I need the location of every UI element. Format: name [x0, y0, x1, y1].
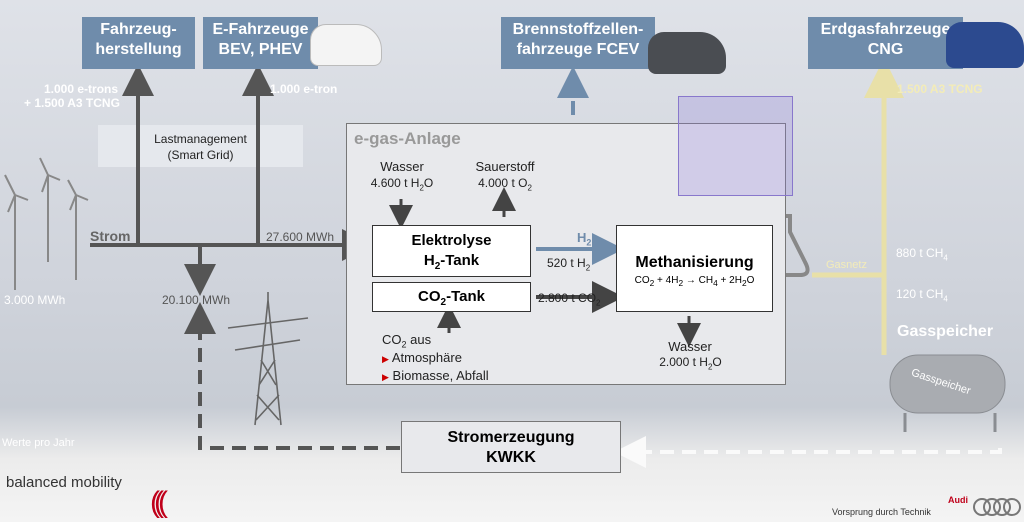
wasser-in-label: Wasser	[380, 159, 424, 174]
sauerstoff-value-text: 4.000 t O	[478, 176, 528, 190]
ch4-880-text: 880 t CH	[896, 246, 944, 260]
anlage-arrows	[389, 187, 701, 347]
ch4-120-text: 120 t CH	[896, 287, 944, 301]
kwkk-return-line	[184, 302, 400, 450]
balanced-mobility-label: balanced mobility	[6, 474, 122, 491]
header-line-1: Erdgasfahrzeuge	[820, 21, 951, 38]
gasspeicher-title: Gasspeicher	[897, 323, 994, 340]
wasser-out-value-text: 2.000 t H	[659, 355, 708, 369]
lastmanagement-box	[98, 125, 303, 167]
power-pylon-icon	[227, 292, 309, 426]
biomasse-item: ▶ Biomasse, Abfall	[382, 368, 489, 383]
h2-sub: 2	[586, 237, 592, 248]
audi-rings-icon	[973, 498, 1021, 516]
kwkk-line-1: Stromerzeugung	[447, 429, 575, 446]
header-line-2: CNG	[867, 41, 904, 58]
sauerstoff-value: 4.000 t O2	[478, 176, 532, 193]
co2-aus-text: aus	[410, 332, 432, 347]
wasser-out-value: 2.000 t H2O	[659, 355, 722, 372]
fcev-header: Brennstoffzellen- fahrzeuge FCEV	[501, 17, 655, 69]
lastmanagement-label: Lastmanagement (Smart Grid)	[98, 131, 303, 163]
etrons-label: 1.000 e-trons	[44, 82, 119, 96]
kwkk-line-2: KWKK	[486, 449, 536, 466]
methanisierung-label: Methanisierung	[635, 254, 754, 271]
co2-tank-box: CO2-Tank	[372, 282, 531, 312]
cng-header: Erdgasfahrzeuge CNG	[808, 17, 963, 69]
audi-label: Audi	[948, 495, 968, 505]
audi-slogan: Vorsprung durch Technik	[832, 507, 931, 517]
header-line-2: herstellung	[95, 41, 182, 58]
methanisierung-equation: CO2 + 4H2 → CH4 + 2H2O	[634, 275, 755, 288]
fahrzeugherstellung-header: Fahrzeug- herstellung	[82, 17, 195, 69]
car-icon-cng	[946, 22, 1024, 68]
gas-pipe	[772, 214, 810, 277]
elektrolyse-box: Elektrolyse H2-Tank	[372, 225, 531, 277]
wind-turbines-icon	[4, 157, 89, 290]
a3tcng-label: + 1.500 A3 TCNG	[24, 96, 120, 110]
elektrolyse-label: Elektrolyse	[411, 232, 492, 249]
e-gas-anlage-title: e-gas-Anlage	[354, 129, 461, 148]
h2-arrow-label: H2	[577, 230, 591, 248]
wasser-in-value: 4.600 t H2O	[370, 176, 434, 193]
werte-pro-jahr-label: Werte pro Jahr	[2, 437, 75, 449]
car-icon-etron	[310, 24, 382, 66]
plant-3d-icon	[678, 96, 793, 196]
co2-2800-text: 2.800 t CO	[538, 291, 597, 305]
header-line-1: Fahrzeug-	[100, 21, 177, 38]
h2-tank-label: H2-Tank	[423, 252, 480, 272]
methanisierung-box: Methanisierung CO2 + 4H2 → CH4 + 2H2O	[616, 225, 773, 312]
atmosphaere-item: ▶ Atmosphäre	[382, 350, 462, 365]
h2-520-text: 520 t H	[547, 256, 586, 270]
gasnetz-label: Gasnetz	[826, 259, 867, 271]
wasser-in-value-text: 4.600 t H	[370, 176, 420, 190]
co2-aus-label: CO2 aus	[382, 332, 432, 350]
co2-tank-text: -Tank	[446, 288, 485, 305]
ch4-120-label: 120 t CH4	[896, 287, 948, 304]
mwh-20100-label: 20.100 MWh	[162, 293, 231, 307]
car-icon-fcev	[648, 32, 726, 74]
h2-tank-text: -Tank	[440, 252, 480, 269]
strom-label: Strom	[90, 228, 131, 244]
atmosphaere-text: Atmosphäre	[391, 350, 462, 365]
balanced-mobility-logo: (((	[150, 486, 168, 519]
co2-2800-label: 2.800 t CO2	[538, 291, 601, 308]
header-line-2: fahrzeuge FCEV	[516, 41, 640, 58]
lastmanagement-line-1: Lastmanagement	[154, 132, 247, 146]
etron-label: 1.000 e-tron	[270, 82, 338, 96]
mwh-27600-label: 27.600 MWh	[266, 230, 335, 244]
ch4-880-label: 880 t CH4	[896, 246, 948, 263]
sauerstoff-label: Sauerstoff	[475, 159, 535, 174]
header-line-1: E-Fahrzeuge	[212, 21, 309, 38]
kwkk-box: Stromerzeugung KWKK	[401, 421, 621, 473]
cng-count-label: 1.500 A3 TCNG	[897, 82, 983, 96]
gasspeicher-tank-icon	[889, 354, 1006, 432]
gasspeicher-to-kwkk-line	[614, 436, 1002, 468]
e-fahrzeuge-header: E-Fahrzeuge BEV, PHEV	[203, 17, 318, 69]
lastmanagement-line-2: (Smart Grid)	[167, 148, 234, 162]
mwh-3000-label: 3.000 MWh	[4, 293, 66, 307]
header-line-1: Brennstoffzellen-	[512, 21, 644, 38]
h2-text: H	[577, 230, 587, 245]
h2-520-label: 520 t H2	[547, 256, 591, 273]
wasser-out-label: Wasser	[668, 339, 712, 354]
biomasse-text: Biomasse, Abfall	[392, 368, 489, 383]
header-line-2: BEV, PHEV	[218, 41, 303, 58]
